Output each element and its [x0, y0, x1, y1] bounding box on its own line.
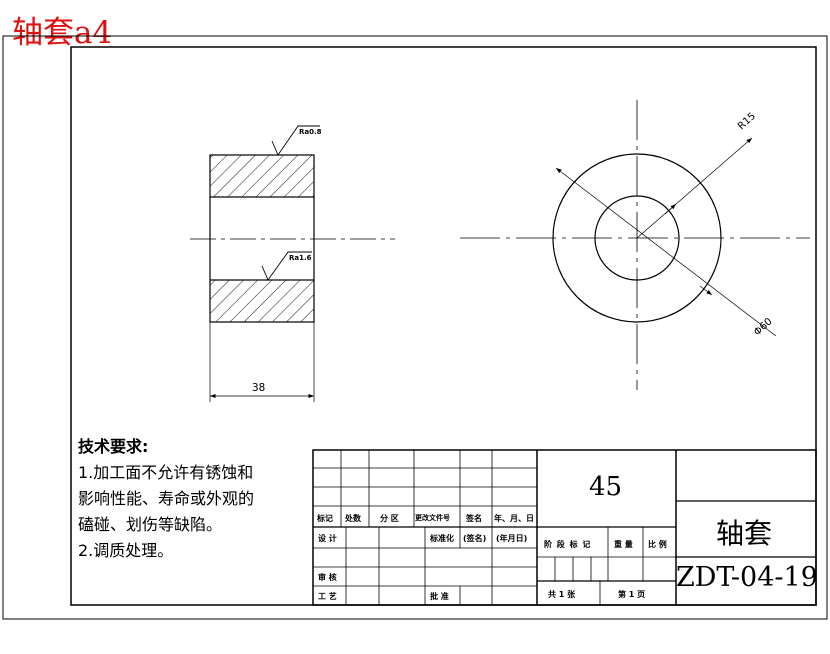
tb-label-fenqu: 分 区: [380, 514, 399, 523]
tb-label-date2: (年月日): [496, 534, 528, 543]
tb-label-date: 年、月、日: [494, 514, 534, 523]
radius-leader: [636, 137, 753, 239]
roughness-symbol-top: [271, 125, 320, 156]
tb-label-gongyi: 工 艺: [318, 592, 337, 601]
material-value: 45: [589, 472, 623, 502]
sheet-border: [2, 35, 828, 620]
drawing-title-tag: 轴套a4: [12, 15, 113, 51]
tb-label-sheet-no: 第 1 页: [618, 590, 646, 599]
top-wall-hatch: [209, 154, 315, 198]
tb-label-biaozhunhua: 标准化: [430, 534, 454, 543]
drawing-number: ZDT-04-19: [676, 562, 818, 593]
tb-label-pizhun: 批 准: [430, 592, 449, 601]
tech-requirement-line: 2.调质处理。: [78, 541, 174, 560]
roughness-label-bore: Ra1.6: [289, 254, 312, 262]
tb-label-biaoji: 标记: [317, 514, 333, 523]
length-dimension-label: 38: [252, 381, 266, 394]
tb-label-qianming: 签名: [466, 514, 482, 523]
tb-label-gengai: 更改文件号: [415, 514, 450, 522]
section-view: [190, 125, 395, 402]
tb-label-zhongliang: 重 量: [614, 540, 633, 549]
tb-label-shenhe: 审 核: [318, 573, 337, 582]
tb-label-bili: 比 例: [648, 540, 667, 549]
tech-requirement-line: 磕碰、划伤等缺陷。: [78, 515, 223, 534]
tb-label-signature: (签名): [463, 534, 487, 543]
tb-label-chushu: 处数: [345, 514, 361, 523]
end-view: [460, 100, 810, 390]
diameter-leader: [555, 167, 777, 337]
roughness-symbol-bore: [261, 251, 312, 281]
roughness-label-top: Ra0.8: [299, 128, 322, 136]
tb-label-sheji: 设 计: [318, 534, 337, 543]
tech-requirement-line: 影响性能、寿命或外观的: [78, 489, 255, 508]
bottom-wall-hatch: [209, 279, 315, 323]
tech-requirements-title: 技术要求:: [78, 437, 149, 456]
tech-requirement-line: 1.加工面不允许有锈蚀和: [78, 463, 254, 482]
part-name: 轴套: [716, 517, 773, 550]
tb-label-total-sheets: 共 1 张: [548, 590, 576, 599]
title-block-grid: [312, 449, 817, 606]
tb-label-jieduan: 阶 段 标 记: [544, 540, 592, 549]
